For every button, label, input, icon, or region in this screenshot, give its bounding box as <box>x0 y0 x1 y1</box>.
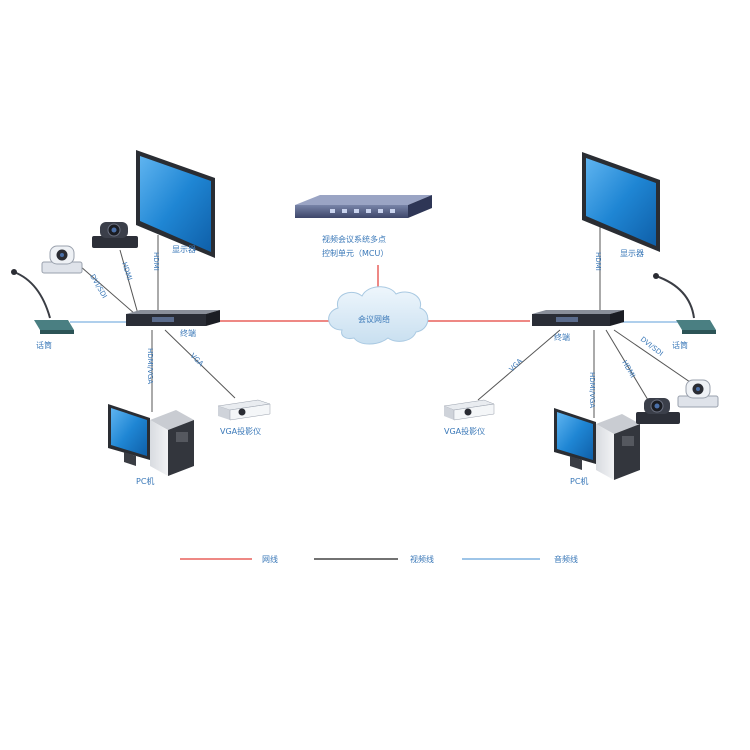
network-label: 会议网络 <box>358 314 390 324</box>
legend-audio-label: 音频线 <box>554 554 578 564</box>
left-terminal-label: 终端 <box>180 328 196 338</box>
left-cable-vga-line <box>164 329 236 399</box>
right-cable-hdmi-cam-label: HDMI <box>620 359 636 379</box>
right-camera-ptz-icon <box>636 398 680 424</box>
right-mic-label: 话筒 <box>672 340 688 350</box>
left-terminal-device <box>126 310 220 326</box>
legend-video-label: 视频线 <box>410 554 434 564</box>
left-camera-ptz-icon <box>92 222 138 248</box>
right-display-label: 显示器 <box>620 249 644 258</box>
right-terminal-label: 终端 <box>554 332 570 342</box>
right-display <box>582 152 660 252</box>
right-projector-label: VGA投影仪 <box>444 426 485 436</box>
mcu-label-line2: 控制单元（MCU） <box>322 248 388 258</box>
left-cable-hdmi-cam-line <box>119 249 139 315</box>
left-cable-vga-label: VGA <box>189 352 205 368</box>
left-mic-label: 话筒 <box>36 340 52 350</box>
right-terminal-device <box>532 310 624 326</box>
legend: 网线 视频线 音频线 <box>180 554 578 564</box>
mcu-device <box>295 195 432 218</box>
right-camera-hd-icon <box>677 379 719 408</box>
left-cable-hdmi-vga-label: HDMI/VGA <box>146 348 154 384</box>
left-projector-icon <box>217 399 271 421</box>
left-cable-dvi-label: DVI/SDI <box>88 273 108 300</box>
right-pc-label: PC机 <box>570 476 588 486</box>
right-cable-hdmi-display-label: HDMI <box>594 252 602 271</box>
left-projector-label: VGA投影仪 <box>220 426 261 436</box>
left-display-label: 显示器 <box>172 245 196 254</box>
right-cable-dvi-label: DVI/SDI <box>639 335 665 358</box>
left-cable-hdmi-display-label: HDMI <box>152 252 160 271</box>
right-cable-hdmi-vga-label: HDMI/VGA <box>588 372 596 408</box>
right-cable-dvi-line <box>613 329 691 383</box>
right-microphone-icon <box>653 273 716 334</box>
right-cable-hdmi-cam-line <box>605 329 649 401</box>
left-pc-icon <box>108 404 194 476</box>
left-camera-hd-icon <box>41 245 83 274</box>
network-cloud <box>328 286 429 345</box>
left-microphone-icon <box>11 269 74 334</box>
left-cable-dvi-line <box>79 265 136 315</box>
left-cable-hdmi-cam-label: HDMI <box>120 261 133 281</box>
right-cable-vga-line <box>477 329 561 401</box>
legend-network-label: 网线 <box>262 554 278 564</box>
right-cable-vga-label: VGA <box>508 357 524 373</box>
left-display <box>136 150 215 258</box>
right-projector-icon <box>443 399 495 421</box>
right-pc-icon <box>554 408 640 480</box>
mcu-label-line1: 视频会议系统多点 <box>322 234 386 244</box>
left-pc-label: PC机 <box>136 476 154 486</box>
